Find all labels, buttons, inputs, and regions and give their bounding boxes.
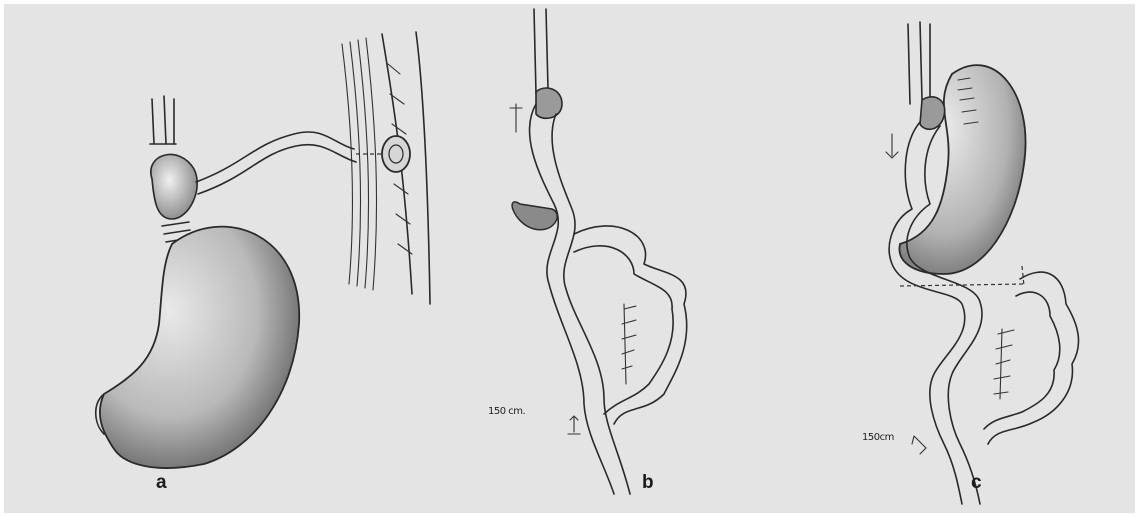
common-channel-loop — [984, 272, 1079, 444]
access-port — [382, 136, 410, 172]
panel-b-illustration — [444, 4, 774, 513]
panel-a-illustration — [4, 4, 434, 513]
figure-sheet: a 150 cm. b — [4, 4, 1135, 513]
small-pouch — [920, 97, 945, 129]
small-pouch — [536, 88, 562, 118]
direction-arrow — [886, 134, 898, 158]
esophagus — [150, 96, 176, 144]
anastomosis-staples — [994, 330, 1014, 394]
distance-arrow — [568, 416, 580, 434]
limb-length-annotation: 150 cm. — [488, 406, 525, 417]
band-tubing — [196, 132, 356, 194]
esophagus — [534, 9, 548, 94]
panel-a: a — [4, 4, 434, 513]
distance-arrow — [912, 436, 926, 454]
stomach-remnant — [899, 65, 1025, 274]
common-channel-loop — [574, 226, 687, 424]
esophagus — [908, 22, 930, 104]
panel-a-label: a — [156, 472, 167, 494]
panel-c-label: c — [971, 472, 982, 494]
panel-c-illustration — [784, 4, 1135, 513]
biliopancreatic-limb-end — [512, 202, 557, 230]
panel-b: 150 cm. b — [444, 4, 774, 513]
direction-arrow — [510, 104, 522, 132]
panel-c: 150cm c — [784, 4, 1135, 513]
stomach — [100, 227, 299, 468]
gastric-pouch — [151, 155, 197, 219]
panel-b-label: b — [642, 472, 654, 494]
alimentary-limb — [529, 104, 630, 494]
limb-length-annotation: 150cm — [862, 432, 894, 443]
